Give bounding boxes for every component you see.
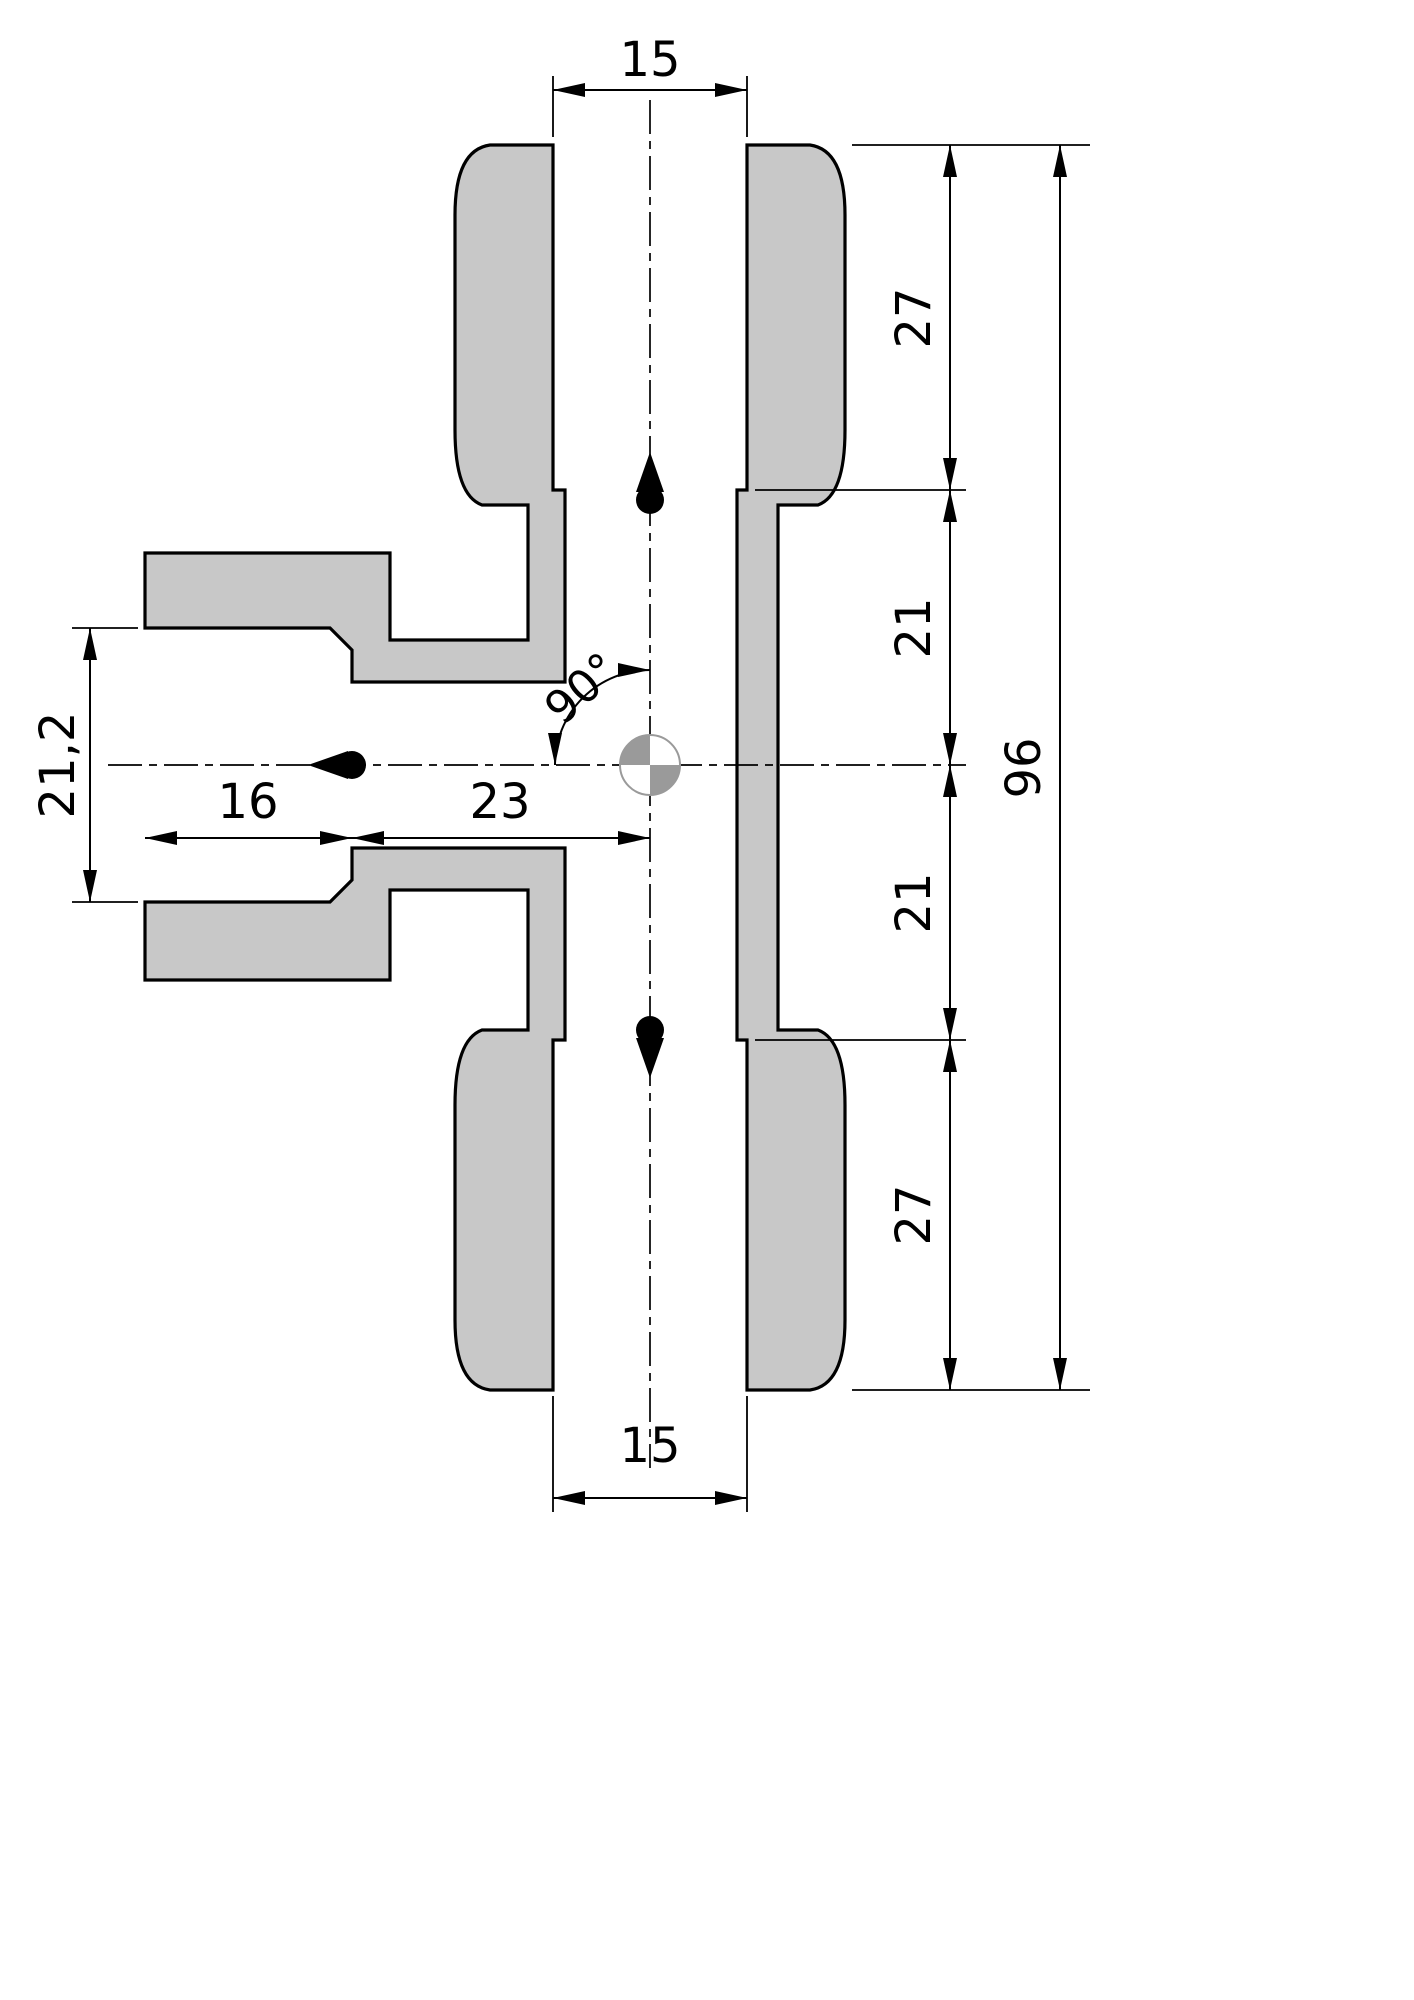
dim-branch-bore: 21,2	[30, 627, 138, 903]
arrowhead	[320, 831, 352, 845]
port-marker-left	[308, 751, 366, 779]
port-dot	[338, 751, 366, 779]
dim-label-chain-lower-21: 21	[886, 872, 942, 933]
arrowhead	[1053, 1358, 1067, 1390]
dim-label-top-width: 15	[619, 32, 680, 88]
arrowhead	[1053, 145, 1067, 177]
center-mark-quadrant-nw	[620, 735, 650, 765]
arrowhead	[943, 1040, 957, 1072]
arrowhead	[553, 83, 585, 97]
arrowhead	[618, 831, 650, 845]
arrowhead	[943, 490, 957, 522]
center-mark-quadrant-se	[650, 765, 680, 795]
dim-label-bottom-width: 15	[619, 1418, 680, 1474]
center-mark	[619, 734, 681, 796]
dim-label-chain-bottom-27: 27	[886, 1184, 942, 1245]
dim-label-chain-top-27: 27	[886, 287, 942, 348]
dim-label-branch-bore: 21,2	[30, 712, 86, 819]
dim-label-branch-to-center: 23	[469, 774, 530, 830]
arrowhead	[618, 663, 650, 677]
body-right-section	[735, 143, 847, 1392]
dim-bottom-socket-width: 15	[552, 1396, 748, 1512]
dim-label-branch-depth: 16	[217, 774, 278, 830]
arrowhead	[943, 765, 957, 797]
down-arrow-icon	[636, 1038, 664, 1078]
arrowhead	[548, 733, 562, 765]
arrowhead	[943, 458, 957, 490]
dim-top-socket-width: 15	[552, 32, 748, 137]
arrowhead	[352, 831, 384, 845]
extension-line	[552, 76, 748, 137]
arrowhead	[943, 1008, 957, 1040]
fitting-body	[143, 143, 847, 1392]
extension-line	[72, 627, 138, 903]
up-arrow-icon	[636, 452, 664, 492]
arrowhead	[715, 83, 747, 97]
arrowhead	[83, 628, 97, 660]
arrowhead	[715, 1491, 747, 1505]
arrowhead	[943, 733, 957, 765]
body-upper-left-section	[143, 143, 567, 684]
dim-branch-depth: 16	[145, 774, 352, 845]
dim-overall-height: 96	[996, 145, 1067, 1390]
dim-label-overall-height: 96	[996, 737, 1052, 798]
port-dot	[636, 1016, 664, 1044]
extension-line	[755, 144, 1090, 1391]
dim-label-chain-upper-21: 21	[886, 597, 942, 658]
arrowhead	[553, 1491, 585, 1505]
arrowhead	[145, 831, 177, 845]
arrowhead	[943, 1358, 957, 1390]
arrowhead	[943, 145, 957, 177]
port-marker-bottom	[636, 1016, 664, 1078]
left-arrow-icon	[308, 751, 348, 779]
arrowhead	[83, 870, 97, 902]
body-lower-left-section	[143, 846, 567, 1392]
dim-branch-to-center: 23	[352, 774, 650, 845]
port-dot	[636, 486, 664, 514]
port-marker-top	[636, 452, 664, 514]
dim-right-chain: 27 21 21 27	[755, 144, 1090, 1391]
extension-line	[552, 1396, 748, 1512]
